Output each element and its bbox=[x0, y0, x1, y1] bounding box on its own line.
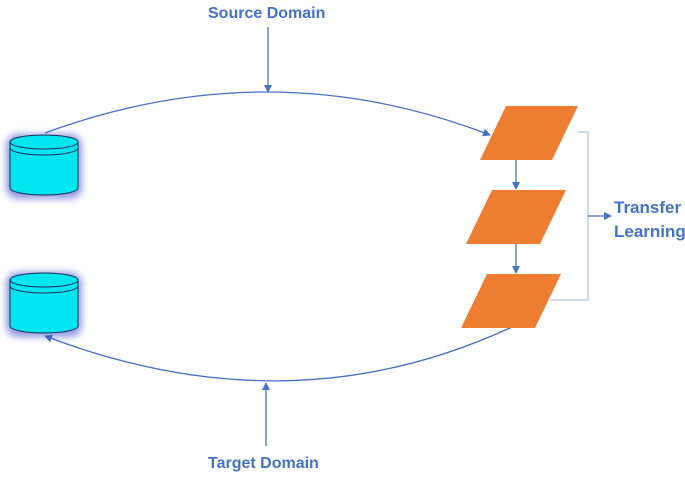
transfer-label-line1: Transfer bbox=[614, 198, 682, 217]
layer-2-shape bbox=[466, 190, 566, 244]
layer-1-shape bbox=[480, 106, 578, 160]
layer-to-target-arc bbox=[44, 326, 513, 382]
target-domain-label: Target Domain bbox=[208, 455, 319, 472]
source-domain-label: Source Domain bbox=[208, 5, 326, 22]
layer-3-shape bbox=[461, 274, 561, 328]
source-database-icon bbox=[6, 134, 82, 199]
transfer-label-line2: Learning bbox=[614, 222, 685, 241]
target-database-icon bbox=[6, 272, 82, 337]
transfer-learning-label: Transfer Learning bbox=[614, 196, 685, 244]
source-to-layer-arc bbox=[44, 91, 491, 137]
